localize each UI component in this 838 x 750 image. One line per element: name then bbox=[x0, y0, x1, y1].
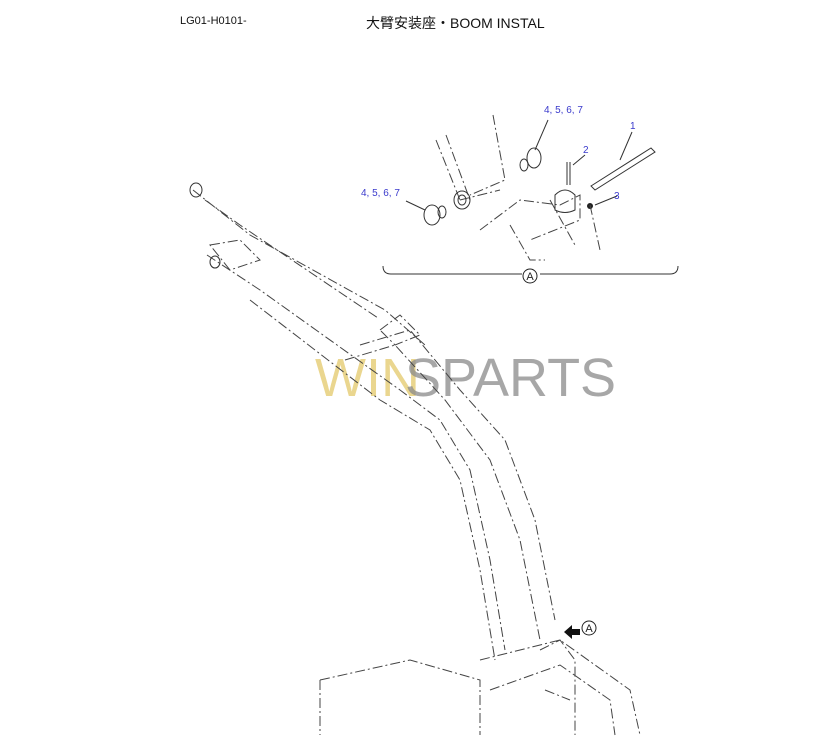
callout-left-group: 4, 5, 6, 7 bbox=[361, 188, 400, 199]
callout-part-2: 2 bbox=[583, 145, 589, 156]
callout-part-3: 3 bbox=[614, 191, 620, 202]
watermark-left: WIN bbox=[315, 348, 420, 408]
boom-assembly bbox=[189, 182, 641, 736]
page-title: 大臂安装座・BOOM INSTAL bbox=[366, 15, 545, 31]
drawing-code: LG01-H0101- bbox=[180, 15, 247, 27]
detail-a-drawing bbox=[382, 114, 679, 275]
detail-a-label: A bbox=[526, 271, 534, 283]
arrow-icon bbox=[564, 625, 580, 639]
detail-a-marker: A bbox=[522, 268, 538, 284]
arrow-a-label: A bbox=[585, 623, 593, 635]
watermark-right: SPARTS bbox=[405, 348, 616, 408]
view-arrow-a: A bbox=[564, 620, 597, 639]
callout-top-group: 4, 5, 6, 7 bbox=[544, 105, 583, 116]
callout-part-1: 1 bbox=[630, 121, 636, 132]
